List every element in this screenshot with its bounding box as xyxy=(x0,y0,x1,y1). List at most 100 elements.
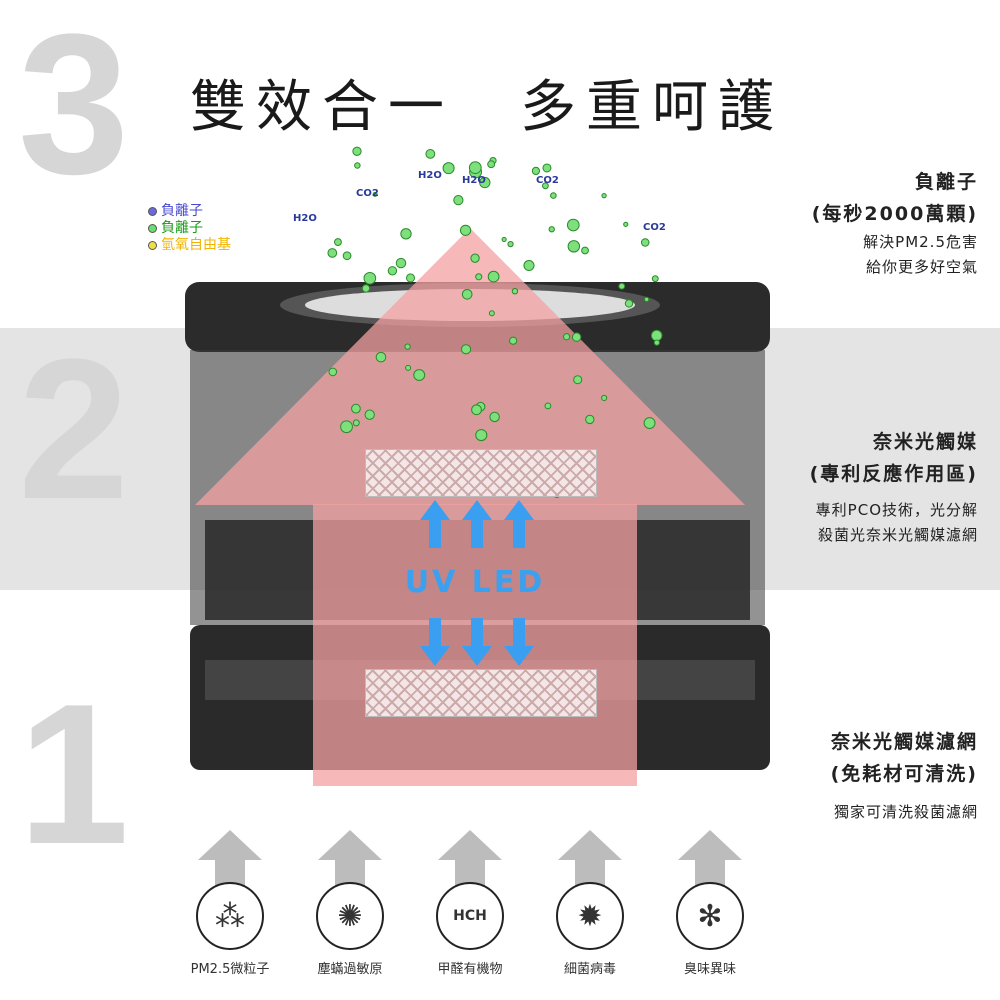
molecule-label: H2O xyxy=(293,213,317,224)
step-number-3: 3 xyxy=(18,0,130,216)
particle-dot xyxy=(460,344,472,355)
particle-dot xyxy=(375,351,387,363)
particle-dot xyxy=(501,236,507,243)
particle-dot xyxy=(542,163,552,173)
particle-dot xyxy=(405,364,412,371)
particle-dot xyxy=(352,146,362,156)
particle-dot xyxy=(404,343,411,350)
particle-dot xyxy=(601,394,608,402)
particle-dot xyxy=(471,404,482,416)
particle-dot xyxy=(340,420,353,434)
uv-arrows xyxy=(420,500,534,666)
particle-dot xyxy=(363,271,377,285)
particle-dot xyxy=(488,310,495,317)
particle-dot xyxy=(585,414,595,425)
pollutant-item: ✻臭味異味 xyxy=(670,830,750,977)
particle-dot xyxy=(387,266,398,276)
particle-dot xyxy=(643,417,656,429)
particle-dot xyxy=(507,241,514,248)
particle-dot xyxy=(459,224,472,236)
particle-dot xyxy=(479,176,491,189)
particle-dot xyxy=(601,192,607,199)
particle-dot xyxy=(550,192,557,199)
particle-dot xyxy=(651,275,659,283)
particle-dot xyxy=(342,251,352,261)
particle-dot xyxy=(352,419,360,427)
particle-dot xyxy=(563,333,571,341)
particle-dot xyxy=(470,253,480,263)
arrow-down-icon xyxy=(420,618,450,666)
particle-dot xyxy=(487,270,500,283)
particle-dot xyxy=(468,161,482,175)
particle-dot xyxy=(453,195,464,206)
particle-dot xyxy=(328,367,338,377)
particle-dot xyxy=(618,282,626,290)
formaldehyde-icon: HCH xyxy=(436,882,504,950)
pollutant-item: ✺塵蟎過敏原 xyxy=(310,830,390,977)
photocatalyst-filter-upper xyxy=(365,449,597,497)
legend-item: 氫氧自由基 xyxy=(148,237,231,254)
particle-dot xyxy=(405,273,416,283)
particle-dot xyxy=(351,403,361,414)
particle-dot xyxy=(489,411,500,423)
particle-dot xyxy=(542,182,549,190)
particles-icon: ⁂ xyxy=(196,882,264,950)
feature-washable-filter: 奈米光觸媒濾網 (免耗材可清洗) 獨家可清洗殺菌濾網 xyxy=(830,731,978,821)
particle-dot xyxy=(475,273,483,281)
particle-dot xyxy=(581,246,589,255)
particle-dot xyxy=(509,336,518,345)
particle-dot xyxy=(327,248,338,258)
airflow-arrow xyxy=(195,228,745,505)
dust-mite-icon: ✺ xyxy=(316,882,384,950)
particle-dot xyxy=(567,240,581,253)
particle-dot xyxy=(523,259,535,272)
particle-dot xyxy=(548,226,555,233)
arrow-up-icon xyxy=(504,500,534,548)
uv-led-label: UV LED xyxy=(404,565,546,600)
photocatalyst-filter-lower xyxy=(365,669,597,717)
legend: 負離子 負離子 氫氧自由基 xyxy=(148,203,231,254)
blue-dot-icon xyxy=(148,207,157,216)
particle-dot xyxy=(571,332,582,342)
pollutant-item: ⁂PM2.5微粒子 xyxy=(190,830,270,977)
particle-dot xyxy=(487,160,496,169)
molecule-label: H2O xyxy=(418,170,442,181)
particle-dot xyxy=(372,191,378,197)
bacteria-icon: ✹ xyxy=(556,882,624,950)
particle-dot xyxy=(334,238,342,247)
particle-dot xyxy=(650,329,663,342)
particle-dot xyxy=(573,375,583,385)
page-title: 雙效合一 多重呵護 xyxy=(190,75,784,140)
molecule-label: CO2 xyxy=(643,222,666,233)
odor-icon: ✻ xyxy=(676,882,744,950)
legend-item: 負離子 xyxy=(148,220,231,237)
particle-dot xyxy=(413,369,426,381)
feature-negative-ions: 負離子 (每秒2000萬顆) 解決PM2.5危害 給你更多好空氣 xyxy=(811,171,978,276)
yellow-dot-icon xyxy=(148,241,157,250)
particle-dot xyxy=(511,287,519,295)
particle-dot xyxy=(395,257,407,269)
particle-dot xyxy=(425,148,436,159)
particle-dot xyxy=(361,284,371,293)
step-number-1: 1 xyxy=(18,663,130,886)
arrow-down-icon xyxy=(462,618,492,666)
arrow-down-icon xyxy=(504,618,534,666)
pollutant-item: ✹細菌病毒 xyxy=(550,830,630,977)
molecule-label: H2O xyxy=(462,175,486,186)
particle-dot xyxy=(566,218,580,232)
particle-dot xyxy=(354,162,361,169)
molecule-label: CO2 xyxy=(536,175,559,186)
molecule-label: CO2 xyxy=(356,188,379,199)
particle-dot xyxy=(640,238,650,247)
step-number-2: 2 xyxy=(18,318,130,541)
particle-dot xyxy=(531,166,541,176)
green-dot-icon xyxy=(148,224,157,233)
particle-dot xyxy=(624,299,634,308)
arrow-up-icon xyxy=(420,500,450,548)
particle-dot xyxy=(653,339,660,346)
particle-dot xyxy=(364,409,375,420)
particle-dot xyxy=(643,296,650,302)
